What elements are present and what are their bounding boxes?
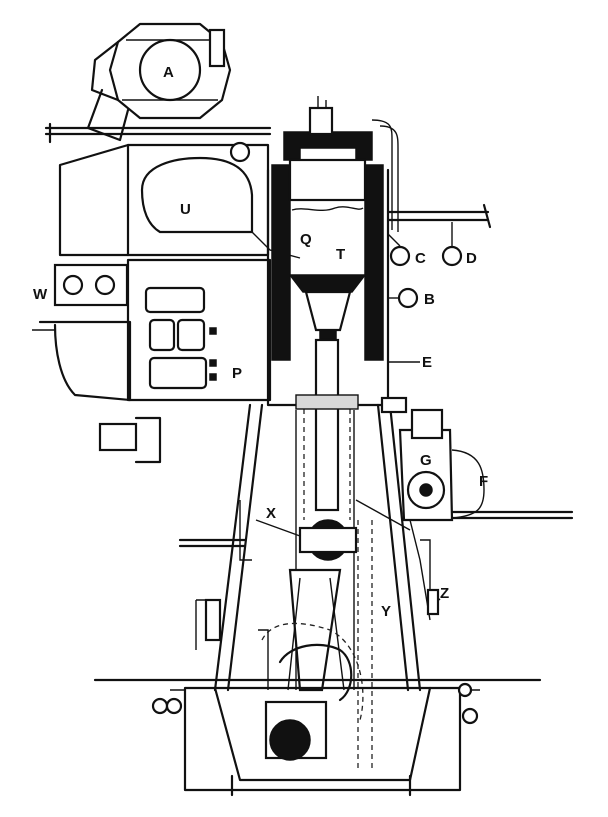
cylinder-unit xyxy=(266,96,399,407)
lubrication-piping xyxy=(195,539,441,690)
auxiliary-blower xyxy=(98,416,162,464)
label-d: D xyxy=(466,250,477,267)
scavenge-air-box xyxy=(32,258,272,402)
diagram-labels: A U Q T C D B E W P G F X Y Z xyxy=(33,64,488,620)
label-a: A xyxy=(163,64,174,81)
pipe-connections xyxy=(386,203,492,363)
label-c: C xyxy=(415,250,426,267)
label-x: X xyxy=(266,505,276,522)
label-e: E xyxy=(422,354,432,371)
bedplate xyxy=(93,678,542,797)
label-z: Z xyxy=(440,585,449,602)
label-f: F xyxy=(479,473,488,490)
upper-platform-left xyxy=(44,122,272,144)
label-q: Q xyxy=(300,231,312,248)
engine-frame xyxy=(178,403,574,770)
connecting-rod xyxy=(261,568,364,761)
piston-rod xyxy=(295,338,359,520)
label-b: B xyxy=(424,291,435,308)
turbocharger xyxy=(86,22,232,142)
label-y: Y xyxy=(381,603,391,620)
inspection-doors xyxy=(144,286,217,390)
crosshead xyxy=(255,499,411,561)
label-g: G xyxy=(420,452,432,469)
label-t: T xyxy=(336,246,345,263)
label-u: U xyxy=(180,201,191,218)
camshaft-drive xyxy=(380,396,485,522)
label-w: W xyxy=(33,286,48,303)
label-p: P xyxy=(232,365,242,382)
exhaust-receiver xyxy=(58,141,301,259)
